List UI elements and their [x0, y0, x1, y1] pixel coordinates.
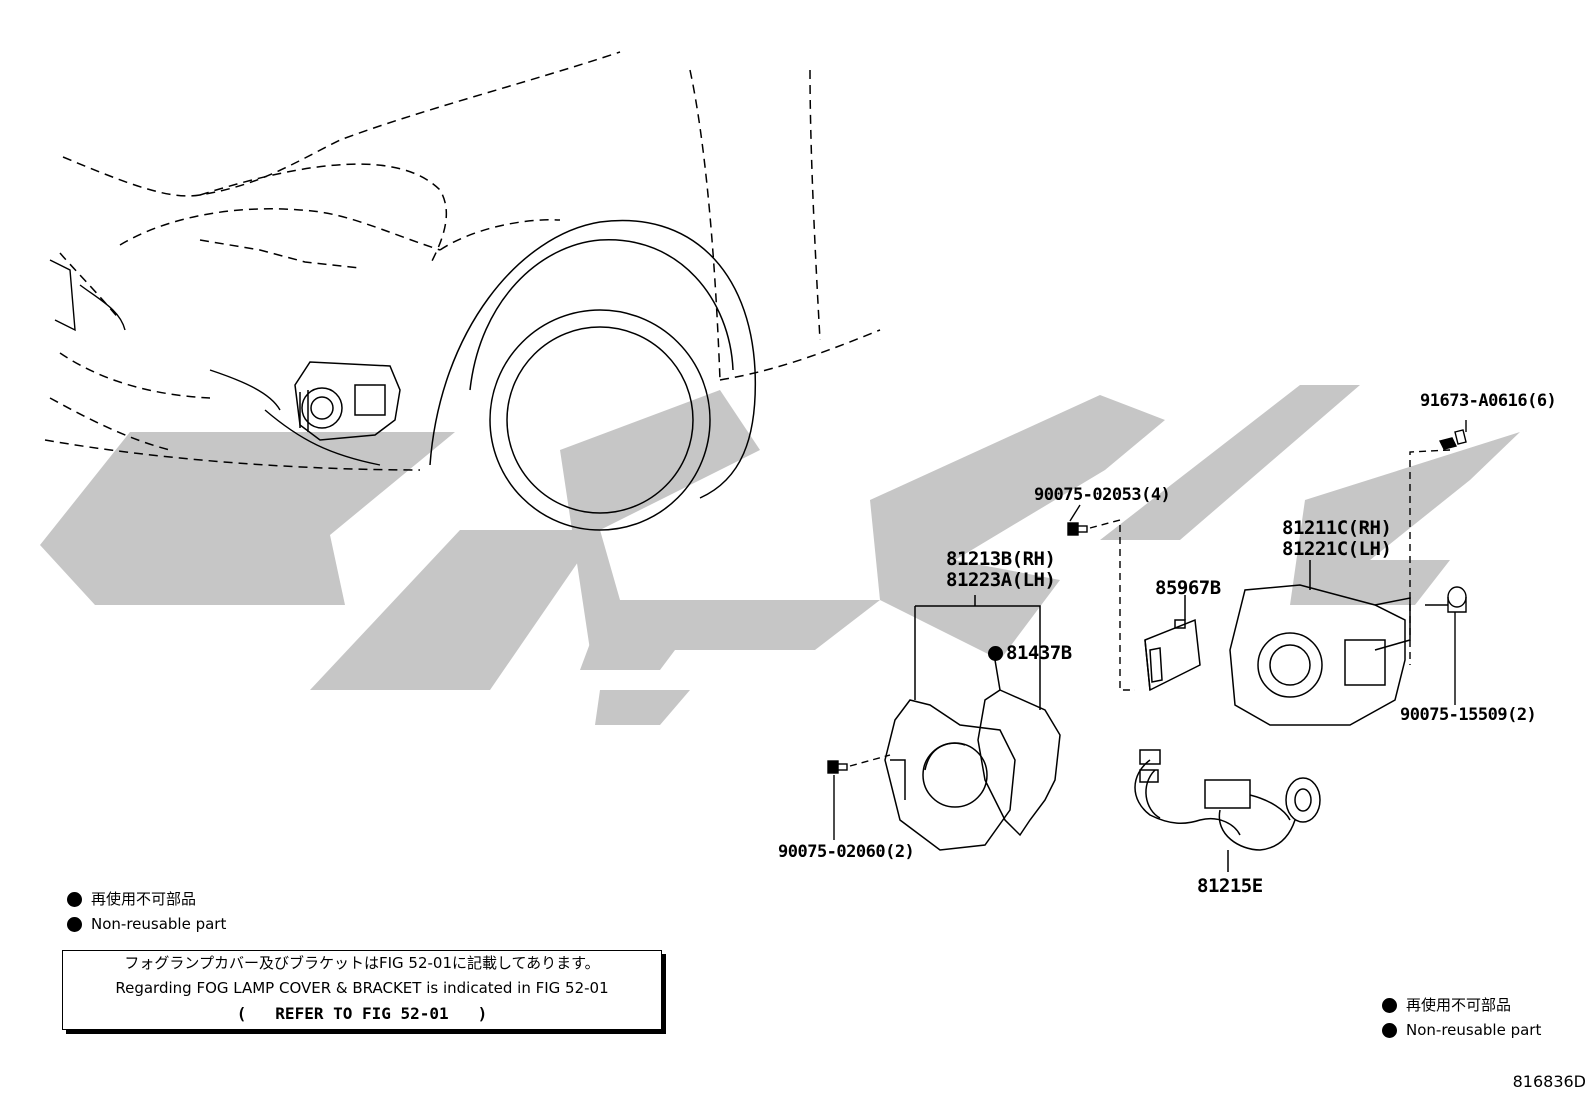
wheel: [429, 219, 757, 531]
part-label-85967b: 85967B: [1155, 577, 1221, 599]
part-label-81223a: 81223A(LH): [946, 569, 1056, 591]
note-line-jp: フォグランプカバー及びブラケットはFIG 52-01に記載してあります。: [124, 954, 600, 972]
non-reusable-dot-icon: [67, 917, 82, 932]
legend-right-jp-text: 再使用不可部品: [1406, 996, 1512, 1014]
screw-90075-02060-drawing: [827, 754, 891, 840]
cap-90075-15509-drawing: [1425, 586, 1467, 705]
bumper-lines: [49, 259, 381, 466]
non-reusable-dot-icon: [1382, 998, 1397, 1013]
wire-harness-81215e-drawing: [1134, 749, 1321, 872]
reference-note-box: フォグランプカバー及びブラケットはFIG 52-01に記載してあります。 Reg…: [62, 950, 662, 1030]
fog-lamp-assembly-81211c-drawing: [1229, 560, 1411, 726]
part-label-81211c: 81211C(RH): [1282, 517, 1392, 539]
part-label-90075-02053: 90075-02053(4): [1034, 485, 1171, 505]
legend-left: 再使用不可部品 Non-reusable part: [67, 887, 226, 937]
non-reusable-dot-icon: [67, 892, 82, 907]
legend-left-row-jp: 再使用不可部品: [67, 887, 226, 912]
figure-code: 816836D: [1512, 1072, 1586, 1091]
part-label-81437b: 81437B: [988, 643, 1072, 663]
part-label-81213b: 81213B(RH): [946, 548, 1056, 570]
gasket-81437b-drawing: [977, 659, 1061, 837]
bolt-91673-drawing: [1409, 420, 1467, 665]
part-label-81437b-text: 81437B: [1006, 642, 1072, 664]
legend-right-row-jp: 再使用不可部品: [1382, 993, 1541, 1018]
part-label-91673: 91673-A0616(6): [1420, 391, 1557, 411]
legend-right: 再使用不可部品 Non-reusable part: [1382, 993, 1541, 1043]
part-label-90075-15509: 90075-15509(2): [1400, 705, 1537, 725]
note-line-refer: ( REFER TO FIG 52-01 ): [236, 1004, 488, 1023]
part-label-81221c: 81221C(LH): [1282, 538, 1392, 560]
legend-left-en-text: Non-reusable part: [91, 915, 227, 933]
module-85967b-drawing: [1144, 595, 1201, 692]
non-reusable-dot-icon: [988, 645, 1003, 661]
note-line-en: Regarding FOG LAMP COVER & BRACKET is in…: [115, 979, 609, 997]
vehicle-outline: [44, 51, 881, 471]
watermark-logo: [40, 385, 1520, 725]
legend-right-row-en: Non-reusable part: [1382, 1018, 1541, 1043]
legend-left-row-en: Non-reusable part: [67, 912, 226, 937]
screw-90075-02053-drawing: [1067, 504, 1135, 691]
non-reusable-dot-icon: [1382, 1023, 1397, 1038]
legend-right-en-text: Non-reusable part: [1406, 1021, 1542, 1039]
part-label-90075-02060: 90075-02060(2): [778, 842, 915, 862]
part-label-81215e: 81215E: [1197, 875, 1263, 897]
vehicle-fog-lamp: [294, 361, 401, 441]
legend-left-jp-text: 再使用不可部品: [91, 890, 197, 908]
lamp-housing-81213b-drawing: [884, 595, 1041, 851]
